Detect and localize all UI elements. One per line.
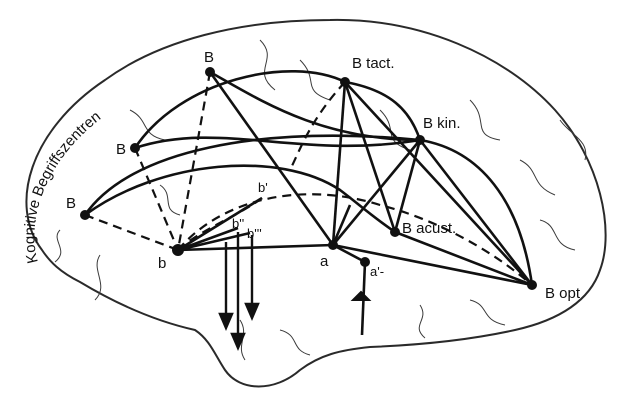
node-b-top (205, 67, 215, 77)
label-b: b (158, 255, 166, 272)
label-a-prime: a'- (370, 264, 384, 279)
label-b-opt: B opt (545, 285, 581, 302)
node-b-opt (527, 280, 537, 290)
label-b-left: B (66, 195, 76, 212)
label-b-top: B (204, 49, 214, 66)
brain-outline (25, 18, 607, 388)
node-b-tact (340, 77, 350, 87)
solid-connections (177, 71, 534, 336)
input-marker (350, 290, 372, 301)
node-b-mid (130, 143, 140, 153)
label-a: a (320, 253, 329, 270)
node-a (328, 240, 338, 250)
node-a-prime (360, 257, 370, 267)
label-b-prime: b' (258, 180, 268, 195)
node-b-left (80, 210, 90, 220)
label-b-triple: b''' (247, 226, 262, 241)
node-b (172, 244, 184, 256)
label-b-acust: B acust. (402, 220, 456, 237)
label-b-kin: B kin. (423, 115, 461, 132)
connection-arcs (83, 70, 534, 286)
label-b-mid: B (116, 141, 126, 158)
node-b-kin (415, 135, 425, 145)
label-b-tact: B tact. (352, 55, 395, 72)
node-b-acust (390, 227, 400, 237)
sulci-lines (54, 39, 587, 361)
output-arrows (218, 232, 260, 352)
nodes (80, 67, 537, 290)
label-b-double: b'' (232, 216, 244, 231)
dashed-connections (84, 71, 533, 286)
arc-label: Kognitive Begriffszentren (21, 108, 104, 265)
